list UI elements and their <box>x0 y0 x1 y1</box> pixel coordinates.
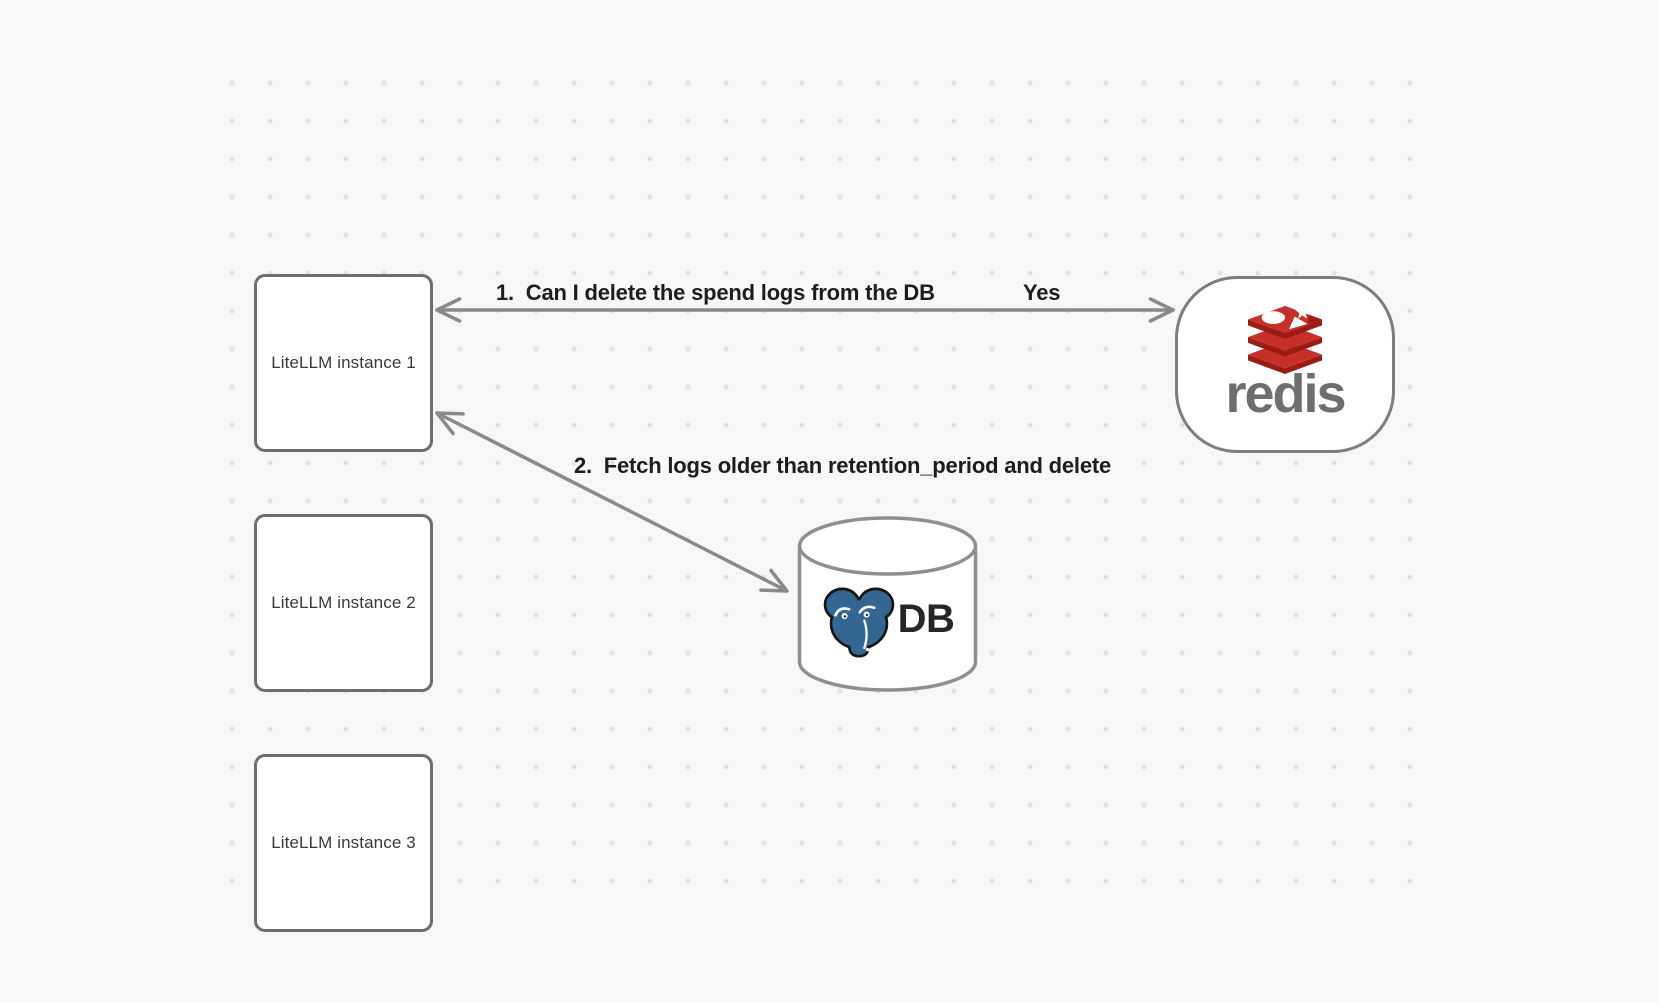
postgres-elephant-icon <box>823 587 894 658</box>
arrow1-label: 1. Can I delete the spend logs from the … <box>496 280 935 305</box>
redis-cubes-icon <box>1248 304 1322 375</box>
node-litellm-instance-3: LiteLLM instance 3 <box>254 754 433 932</box>
node-litellm-instance-2: LiteLLM instance 2 <box>254 514 433 692</box>
redis-wordmark: redis <box>1225 364 1346 424</box>
database-content: DB <box>796 581 979 661</box>
node-label: LiteLLM instance 3 <box>271 833 416 852</box>
arrow-litellm-db <box>435 411 789 593</box>
database-label: DB <box>897 596 955 641</box>
node-label: LiteLLM instance 2 <box>271 593 416 612</box>
node-database: DB <box>796 515 979 693</box>
node-litellm-instance-1: LiteLLM instance 1 <box>254 274 433 452</box>
arrow1-response-label: Yes <box>1023 280 1061 305</box>
arrow2-label: 2. Fetch logs older than retention_perio… <box>574 453 1112 478</box>
node-label: LiteLLM instance 1 <box>271 353 416 372</box>
node-redis: redis <box>1175 276 1395 453</box>
